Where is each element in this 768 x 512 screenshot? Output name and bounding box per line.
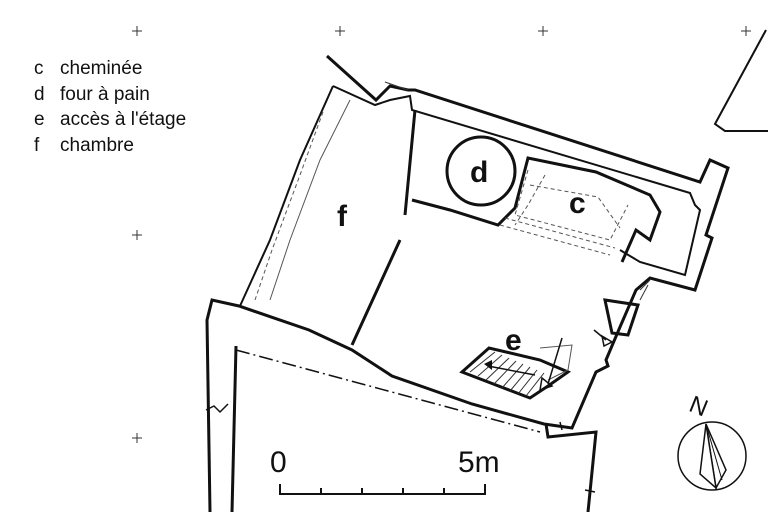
wall-break — [205, 403, 596, 493]
legend-item-c: c cheminée — [34, 56, 186, 82]
legend-text: accès à l'étage — [60, 109, 187, 130]
inner-wall-face — [332, 85, 702, 277]
chamber-partition — [350, 109, 417, 346]
room-label-e: e — [505, 324, 522, 357]
legend: c cheminée d four à pain e accès à l'éta… — [34, 56, 186, 158]
scale-bar: 0 5m — [270, 446, 500, 495]
fireplace-hood — [499, 169, 629, 256]
legend-key: c — [34, 58, 44, 79]
legend-key: f — [34, 134, 40, 156]
room-label-d: d — [470, 156, 488, 189]
legend-text: four à pain — [60, 83, 150, 105]
legend-item-f: f chambre — [34, 133, 186, 159]
legend-item-e: e accès à l'étage — [34, 107, 186, 133]
legend-key: e — [34, 109, 45, 130]
room-label-f: f — [337, 200, 348, 233]
legend-item-d: d four à pain — [34, 82, 186, 108]
room-label-c: c — [569, 187, 586, 220]
lower-building-boundary — [235, 349, 541, 433]
exit-arrow-icon — [593, 329, 614, 348]
staircase — [459, 337, 573, 400]
thresholds — [384, 81, 651, 337]
scale-label-start: 0 — [270, 446, 287, 479]
lower-building-wall — [230, 345, 598, 512]
left-wall-inner — [239, 85, 334, 307]
dashed-trace — [254, 111, 324, 301]
oven-enclosure — [411, 156, 662, 263]
legend-text: cheminée — [60, 58, 143, 79]
north-label: N — [685, 391, 711, 423]
legend-key: d — [34, 83, 45, 105]
dashed-trace-inner — [269, 99, 351, 301]
legend-text: chambre — [60, 134, 134, 156]
oven-dome — [445, 135, 517, 207]
outer-wall — [205, 54, 730, 512]
grid-crosses — [132, 26, 751, 443]
north-arrow: N — [677, 391, 747, 491]
neighbour-wall-line — [713, 29, 768, 132]
scale-label-end: 5m — [458, 446, 500, 479]
